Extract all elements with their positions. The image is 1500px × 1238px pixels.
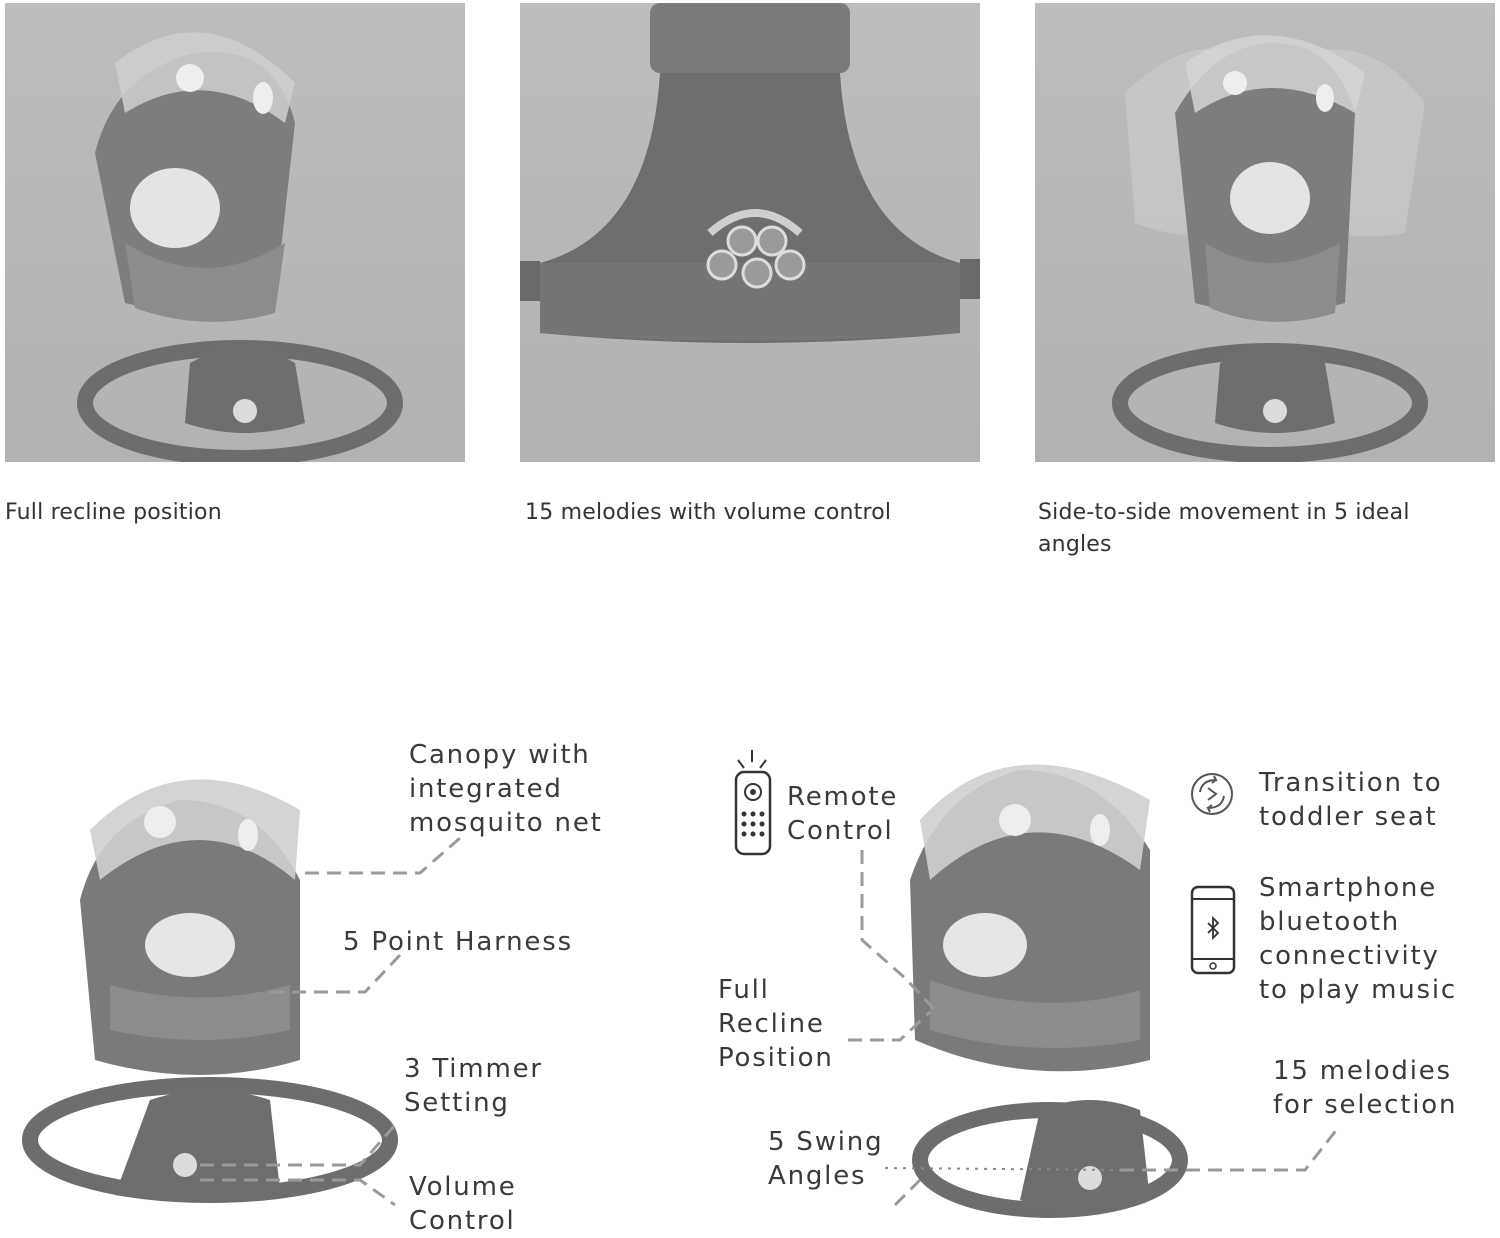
label-volume: Volume Control xyxy=(409,1170,517,1238)
label-remote: Remote Control xyxy=(787,780,898,848)
photo-side-to-side xyxy=(1035,3,1495,462)
leader-swing xyxy=(884,1167,1121,1171)
caption-side-to-side-line2: angles xyxy=(1038,532,1112,557)
label-harness: 5 Point Harness xyxy=(343,925,573,959)
control-panel-illustration xyxy=(520,3,980,343)
smartphone-bluetooth-icon xyxy=(1190,885,1236,975)
label-swing-line2: Angles xyxy=(768,1161,867,1191)
transition-icon xyxy=(1191,773,1233,815)
label-timer: 3 Timmer Setting xyxy=(404,1052,543,1120)
label-recline-line3: Position xyxy=(718,1043,834,1073)
label-canopy-line2: integrated xyxy=(409,774,563,804)
label-toddler-line1: Transition to xyxy=(1259,768,1443,798)
label-recline-line1: Full xyxy=(718,975,770,1005)
label-volume-line1: Volume xyxy=(409,1172,517,1202)
label-bluetooth-line3: connectivity xyxy=(1259,941,1440,971)
label-volume-line2: Control xyxy=(409,1206,516,1236)
leader-canopy xyxy=(305,836,461,875)
leader-swing-down xyxy=(893,1178,922,1207)
label-bluetooth-line2: bluetooth xyxy=(1259,907,1401,937)
photo-control-panel xyxy=(520,3,980,462)
label-remote-line1: Remote xyxy=(787,782,899,812)
label-harness-line1: 5 Point Harness xyxy=(343,927,573,957)
label-remote-line2: Control xyxy=(787,816,894,846)
right-swing-illustration xyxy=(910,764,1188,1218)
caption-melodies: 15 melodies with volume control xyxy=(525,500,892,525)
swing-motion-illustration xyxy=(1112,35,1428,462)
label-timer-line2: Setting xyxy=(404,1088,510,1118)
label-canopy-line3: mosquito net xyxy=(409,808,603,838)
label-melodies-line1: 15 melodies xyxy=(1273,1056,1452,1086)
leader-timer xyxy=(200,1124,397,1167)
label-melodies-line2: for selection xyxy=(1273,1090,1458,1120)
label-bluetooth-line1: Smartphone xyxy=(1259,873,1438,903)
caption-full-recline: Full recline position xyxy=(5,500,222,525)
label-melodies: 15 melodies for selection xyxy=(1273,1054,1457,1122)
photo-full-recline xyxy=(5,3,465,462)
label-toddler-line2: toddler seat xyxy=(1259,802,1438,832)
label-timer-line1: 3 Timmer xyxy=(404,1054,543,1084)
label-swing: 5 Swing Angles xyxy=(768,1125,883,1193)
label-bluetooth: Smartphone bluetooth connectivity to pla… xyxy=(1259,871,1457,1007)
leader-remote xyxy=(860,850,937,1012)
label-canopy-line1: Canopy with xyxy=(409,740,591,770)
label-toddler: Transition to toddler seat xyxy=(1259,766,1443,834)
label-recline-line2: Recline xyxy=(718,1009,825,1039)
leader-melodies xyxy=(1120,1127,1340,1172)
label-bluetooth-line4: to play music xyxy=(1259,975,1457,1005)
label-canopy: Canopy with integrated mosquito net xyxy=(409,738,603,840)
leader-recline xyxy=(848,1010,932,1042)
leader-volume xyxy=(200,1178,396,1207)
leader-harness xyxy=(270,953,402,994)
caption-side-to-side: Side-to-side movement in 5 ideal angles xyxy=(1038,497,1410,561)
swing-illustration xyxy=(77,32,403,462)
left-swing-illustration xyxy=(22,779,398,1203)
caption-side-to-side-line1: Side-to-side movement in 5 ideal xyxy=(1038,500,1410,525)
remote-control-icon xyxy=(734,750,772,856)
label-recline: Full Recline Position xyxy=(718,973,834,1075)
label-swing-line1: 5 Swing xyxy=(768,1127,884,1157)
